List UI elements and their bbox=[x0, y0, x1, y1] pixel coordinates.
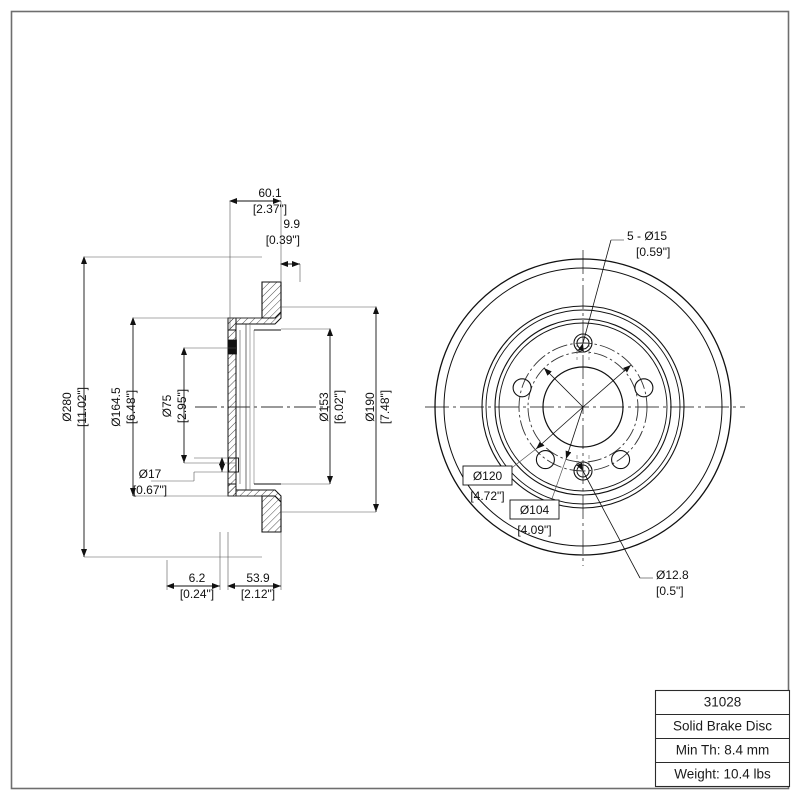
bolt-hole bbox=[611, 450, 631, 470]
dim-outer-diameter-inch: [11.02"] bbox=[75, 387, 89, 427]
callout-pilot-circle-mm: Ø104 bbox=[520, 503, 550, 517]
dim-inner-disc-diameter-inch: [6.02"] bbox=[332, 390, 346, 424]
dim-vent-hole: Ø17 [0.67"] bbox=[133, 457, 228, 497]
title-block-weight: Weight: 10.4 lbs bbox=[674, 767, 771, 782]
dim-outer-disc-step-mm: Ø190 bbox=[363, 392, 377, 422]
title-block-description: Solid Brake Disc bbox=[673, 719, 772, 734]
callout-small-hole-inch: [0.5"] bbox=[656, 584, 684, 598]
dim-flange-offset: 9.9 [0.39"] bbox=[266, 217, 300, 282]
bolt-hole bbox=[512, 378, 532, 398]
title-block: 31028 Solid Brake Disc Min Th: 8.4 mm We… bbox=[654, 689, 791, 788]
hat-outer-circle bbox=[494, 318, 672, 496]
dim-disc-offset-mm: 53.9 bbox=[246, 571, 270, 585]
dim-overall-thickness-mm: 60.1 bbox=[258, 186, 282, 200]
side-section-view: Ø280 [11.02"] Ø164.5 [6.48"] Ø75 [2.95"]… bbox=[60, 186, 392, 601]
bolt-hole bbox=[573, 333, 593, 353]
disc-step-190-inner bbox=[485, 309, 681, 505]
face-view: Ø120 [4.72"] Ø104 [4.09"] 5 - Ø15 [0.59"… bbox=[425, 229, 745, 598]
bolt-holes-group bbox=[512, 333, 654, 470]
center-bore-circle bbox=[542, 366, 624, 448]
face-view-centerlines bbox=[425, 250, 745, 566]
dim-inner-disc-diameter-mm: Ø153 bbox=[317, 392, 331, 422]
dim-outer-diameter: Ø280 [11.02"] bbox=[60, 256, 262, 558]
dim-disc-offset: 53.9 [2.12"] bbox=[227, 532, 282, 601]
dim-hub-outer-diameter: Ø164.5 [6.48"] bbox=[109, 317, 262, 497]
disc-outer-ring-upper bbox=[261, 281, 282, 319]
disc-face-lines bbox=[254, 329, 281, 485]
disc-outer-edge bbox=[434, 258, 732, 556]
dim-hat-depth-mm: 6.2 bbox=[189, 571, 206, 585]
bolt-hole bbox=[634, 378, 654, 398]
title-block-part-number: 31028 bbox=[704, 695, 742, 710]
bolt-hole bbox=[535, 450, 555, 470]
vent-hole-upper bbox=[228, 339, 237, 355]
title-block-min-thickness: Min Th: 8.4 mm bbox=[676, 743, 770, 758]
dim-hub-outer-diameter-mm: Ø164.5 bbox=[109, 387, 123, 427]
dim-center-bore: Ø75 [2.95"] bbox=[160, 347, 236, 464]
sheet-border bbox=[10, 10, 790, 790]
small-hole-bottom bbox=[573, 461, 593, 481]
callout-small-hole: Ø12.8 [0.5"] bbox=[656, 568, 689, 598]
dim-center-bore-inch: [2.95"] bbox=[175, 389, 189, 423]
callout-bolt-circle: Ø120 [4.72"] bbox=[462, 465, 513, 503]
disc-inner-153 bbox=[498, 322, 668, 492]
dim-flange-offset-mm: 9.9 bbox=[283, 217, 300, 231]
disc-outer-ring-lower bbox=[261, 495, 282, 533]
hat-inner-hidden-lines bbox=[245, 324, 255, 490]
callout-bolt-circle-inch: [4.72"] bbox=[470, 489, 504, 503]
callout-pilot-circle-inch: [4.09"] bbox=[517, 523, 551, 537]
disc-friction-outer bbox=[443, 267, 723, 547]
vent-hole-lower bbox=[228, 457, 239, 473]
dim-hub-outer-diameter-inch: [6.48"] bbox=[124, 390, 138, 424]
callout-pilot-circle: Ø104 [4.09"] bbox=[509, 499, 560, 537]
callout-small-hole-mm: Ø12.8 bbox=[656, 568, 689, 582]
dim-hat-depth-inch: [0.24"] bbox=[180, 587, 214, 601]
dim-outer-disc-step-inch: [7.48"] bbox=[378, 390, 392, 424]
dim-flange-offset-inch: [0.39"] bbox=[266, 233, 300, 247]
callout-bolt-holes: 5 - Ø15 [0.59"] bbox=[627, 229, 670, 259]
dim-overall-thickness-inch: [2.37"] bbox=[253, 202, 287, 216]
dim-outer-disc-step: Ø190 [7.48"] bbox=[281, 306, 392, 513]
callout-bolt-holes-mm: 5 - Ø15 bbox=[627, 229, 667, 243]
dim-hat-depth: 6.2 [0.24"] bbox=[166, 532, 221, 601]
disc-step-190 bbox=[481, 305, 685, 509]
callout-bolt-circle-mm: Ø120 bbox=[473, 469, 503, 483]
dim-vent-hole-inch: [0.67"] bbox=[133, 483, 167, 497]
dim-vent-hole-mm: Ø17 bbox=[139, 467, 162, 481]
dim-inner-disc-diameter: Ø153 [6.02"] bbox=[281, 328, 346, 485]
dim-overall-thickness: 60.1 [2.37"] bbox=[229, 186, 287, 330]
dim-outer-diameter-mm: Ø280 bbox=[60, 392, 74, 422]
dim-center-bore-mm: Ø75 bbox=[160, 394, 174, 417]
callout-bolt-holes-inch: [0.59"] bbox=[636, 245, 670, 259]
bolt-circle-leader bbox=[466, 364, 632, 478]
callout-bolt-holes-leader bbox=[578, 239, 624, 352]
dim-disc-offset-inch: [2.12"] bbox=[241, 587, 275, 601]
callout-small-hole-leader bbox=[576, 462, 653, 579]
